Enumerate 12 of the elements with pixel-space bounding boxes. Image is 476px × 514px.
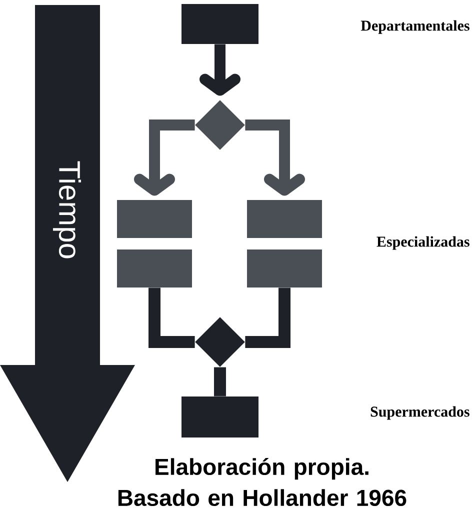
block: [117, 250, 192, 288]
block: [182, 4, 258, 44]
decision-diamond: [195, 317, 245, 367]
level-label: Supermercados: [370, 406, 470, 420]
block: [247, 200, 322, 238]
decision-diamond: [195, 100, 245, 150]
block: [247, 250, 322, 288]
connector-line: [214, 367, 226, 396]
level-label: Departamentales: [360, 20, 470, 34]
block: [182, 396, 258, 438]
level-label: Especializadas: [376, 236, 470, 250]
block: [117, 200, 192, 238]
